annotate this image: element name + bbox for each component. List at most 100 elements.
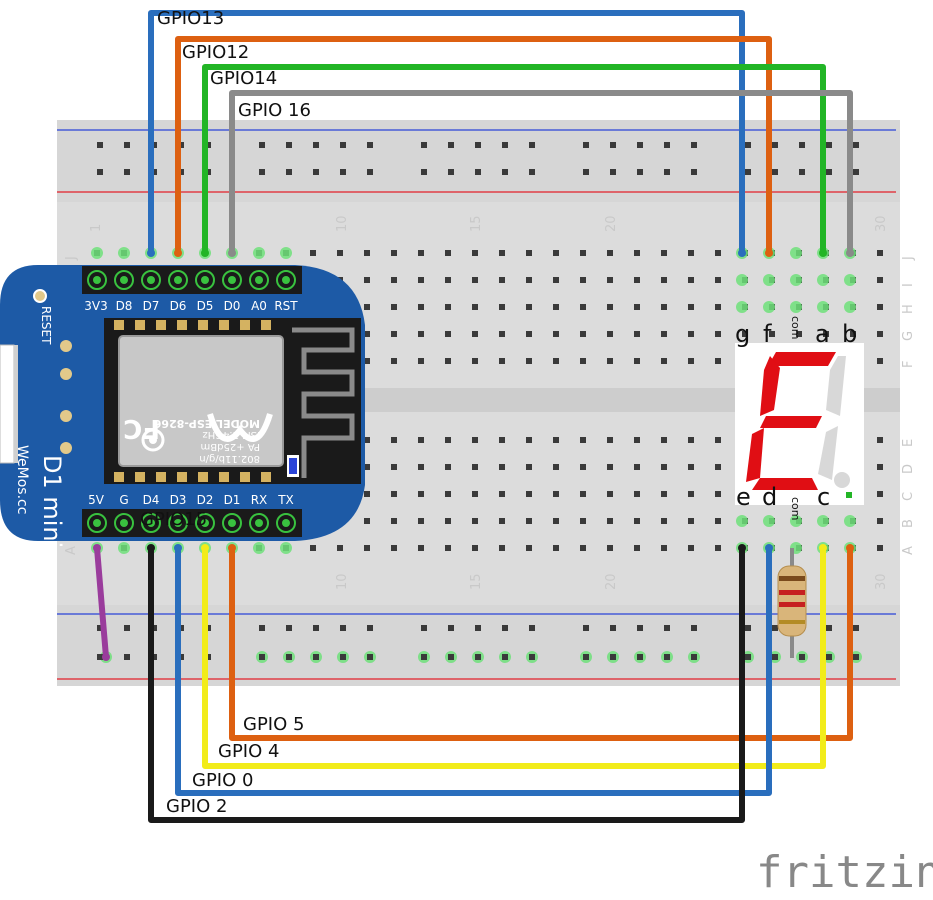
breadboard-hole	[499, 250, 505, 256]
connected-hole	[91, 247, 103, 259]
breadboard-hole	[364, 437, 370, 443]
seven-segment-display	[735, 343, 864, 505]
breadboard-hole	[607, 464, 613, 470]
module-wifi: 802.11b/g/n	[199, 453, 260, 464]
breadboard-hole	[472, 464, 478, 470]
rail-hole	[637, 654, 643, 660]
breadboard-hole	[688, 518, 694, 524]
breadboard-hole	[634, 518, 640, 524]
segment-b	[826, 356, 846, 416]
esp8266-module: MODEL ESP-8266 ISM 2.4GHz PA +25dBm 802.…	[104, 318, 361, 484]
col-number: 30	[874, 573, 889, 590]
rail-hole	[637, 142, 643, 148]
fritzing-logo: fritzing	[756, 847, 933, 898]
breadboard-hole	[715, 491, 721, 497]
breadboard-hole	[688, 277, 694, 283]
col-number: 10	[335, 215, 350, 232]
breadboard-hole	[877, 358, 883, 364]
wire-gpio14-end	[819, 249, 827, 257]
breadboard-hole	[310, 250, 316, 256]
row-letter: I	[901, 283, 916, 287]
rail-hole	[124, 142, 130, 148]
rail-hole	[583, 654, 589, 660]
breadboard-hole	[364, 331, 370, 337]
rail-hole	[745, 169, 751, 175]
rail-hole	[583, 142, 589, 148]
pin-label: RX	[251, 493, 268, 507]
pin-label: D6	[170, 299, 187, 313]
breadboard-hole	[418, 491, 424, 497]
rail-hole	[853, 654, 859, 660]
breadboard-hole	[607, 358, 613, 364]
wire-gpio13-end	[738, 249, 746, 257]
rail-hole	[664, 142, 670, 148]
connected-hole	[844, 274, 856, 286]
row-letter: C	[901, 492, 916, 501]
rail-hole	[313, 142, 319, 148]
breadboard-hole	[418, 250, 424, 256]
pin-label: A0	[251, 299, 267, 313]
breadboard-hole	[526, 277, 532, 283]
rail-hole	[475, 625, 481, 631]
breadboard-hole	[472, 358, 478, 364]
segment-d	[752, 478, 818, 490]
breadboard-hole	[715, 331, 721, 337]
rail-hole	[340, 142, 346, 148]
segment-label-b: b	[842, 320, 857, 348]
rail-hole	[340, 625, 346, 631]
pin-label: D1	[224, 493, 241, 507]
connected-hole	[790, 301, 802, 313]
breadboard-hole	[823, 331, 829, 337]
breadboard-hole	[445, 464, 451, 470]
breadboard-hole	[634, 304, 640, 310]
rail-hole	[97, 169, 103, 175]
wire-gpio2	[148, 545, 745, 823]
header-pin-center	[255, 276, 263, 284]
breadboard-hole	[418, 358, 424, 364]
rail-hole	[799, 169, 805, 175]
breadboard-hole	[391, 250, 397, 256]
header-pin-center	[93, 519, 101, 527]
connected-hole	[790, 274, 802, 286]
rail-hole	[124, 625, 130, 631]
wire-label-gpio16: GPIO 16	[238, 100, 311, 121]
wire-5v-end	[102, 653, 110, 661]
rail-hole	[772, 142, 778, 148]
header-pin-center	[174, 276, 182, 284]
wire-label-gpio14: GPIO14	[210, 68, 277, 89]
breadboard-hole	[364, 304, 370, 310]
breadboard-hole	[445, 518, 451, 524]
breadboard-hole	[418, 304, 424, 310]
connected-hole	[280, 247, 292, 259]
pin-label: 5V	[88, 493, 105, 507]
connected-hole	[253, 247, 265, 259]
connected-hole	[280, 542, 292, 554]
rail-hole	[367, 169, 373, 175]
rail-hole	[124, 654, 130, 660]
breadboard-hole	[499, 464, 505, 470]
rail-hole	[124, 169, 130, 175]
breadboard-hole	[391, 277, 397, 283]
breadboard-hole	[877, 545, 883, 551]
rail-hole	[637, 625, 643, 631]
castellation-pad	[156, 320, 166, 330]
segment-label-c: c	[817, 483, 830, 511]
pin-label: RST	[274, 299, 298, 313]
pin-label: D0	[224, 299, 241, 313]
breadboard-hole	[607, 545, 613, 551]
rail-hole	[691, 142, 697, 148]
rail-hole	[421, 654, 427, 660]
col-number: 15	[469, 215, 484, 232]
breadboard-hole	[472, 518, 478, 524]
header-pin-center	[201, 519, 209, 527]
wire-gpio5	[229, 545, 853, 741]
breadboard-hole	[634, 358, 640, 364]
breadboard-hole	[445, 437, 451, 443]
breadboard-hole	[661, 437, 667, 443]
breadboard-hole	[445, 304, 451, 310]
rail-hole	[421, 169, 427, 175]
row-letter: J	[901, 256, 916, 261]
wire-gpio5-end	[846, 544, 854, 552]
rail-hole	[475, 654, 481, 660]
